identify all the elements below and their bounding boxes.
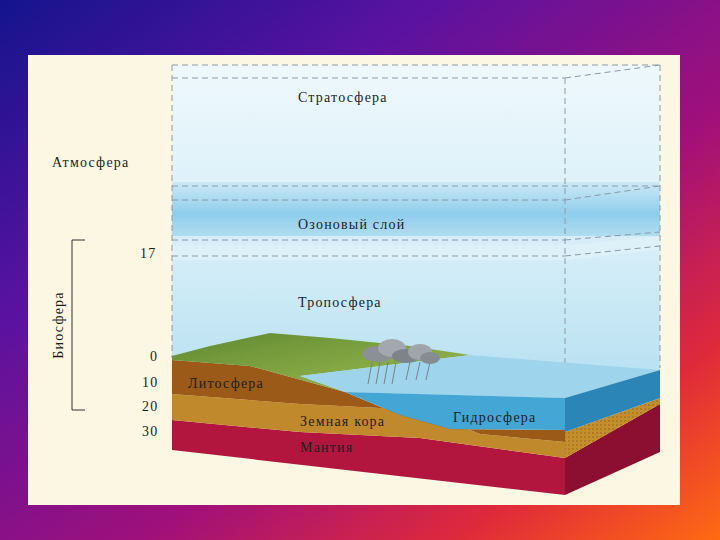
layer-name: Озоновый слой	[298, 217, 405, 233]
height-mark: 0	[150, 349, 158, 365]
rain-cloud	[362, 339, 440, 384]
panel	[28, 55, 680, 505]
biosphere-bracket	[72, 240, 85, 410]
sphere-name: Гидросфера	[453, 410, 536, 426]
dashed-outline	[172, 65, 660, 396]
layer-name: Тропосфера	[298, 295, 382, 311]
height-mark: 17	[140, 246, 156, 262]
depth-mark: 10	[142, 375, 158, 391]
sphere-name: Биосфера	[51, 291, 67, 358]
layer-name: Земная кора	[300, 414, 385, 430]
layer-name: Мантия	[300, 440, 353, 456]
layer-name: Стратосфера	[298, 90, 388, 106]
atmosphere	[172, 65, 660, 398]
earth-layers	[172, 333, 660, 495]
depth-mark: 30	[142, 424, 158, 440]
water-side	[565, 370, 660, 432]
sphere-name: Литосфера	[188, 376, 264, 392]
depth-mark: 20	[142, 399, 158, 415]
sphere-name: Атмосфера	[52, 155, 129, 171]
